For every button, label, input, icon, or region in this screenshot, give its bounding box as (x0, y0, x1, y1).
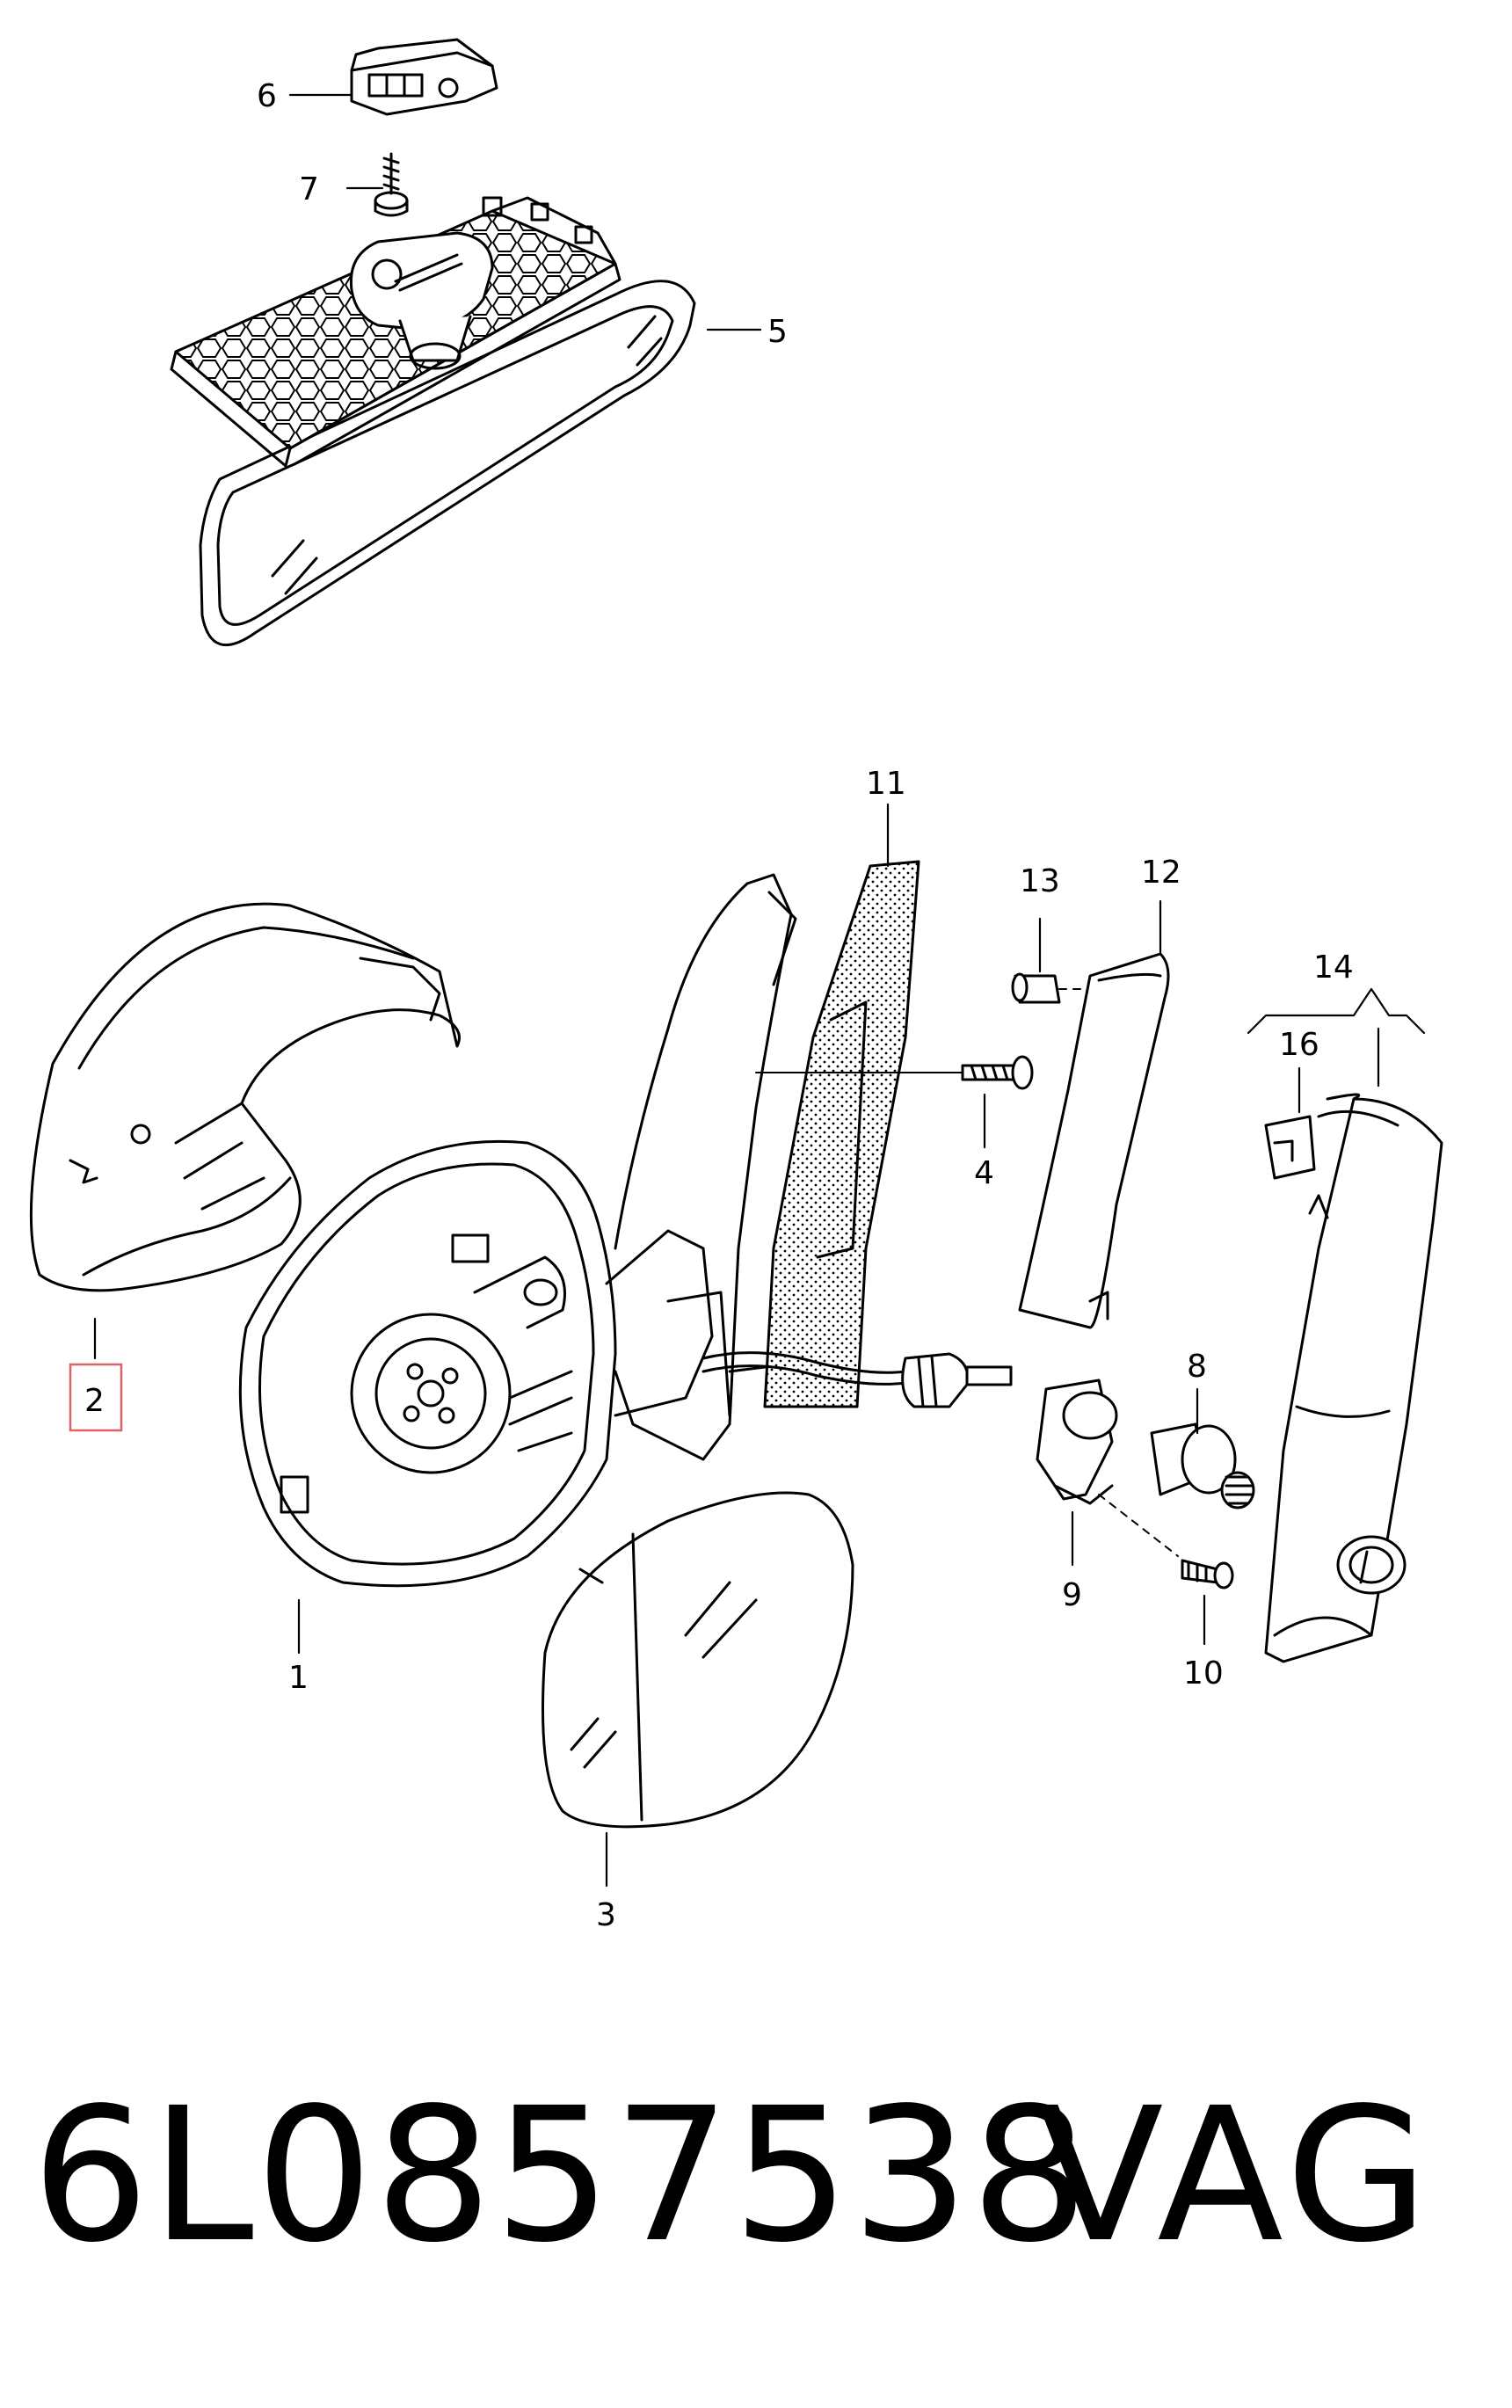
callout-16: 16 (1279, 1027, 1319, 1063)
brand-label: VAG (1037, 2068, 1434, 2283)
part-6-clip (350, 38, 498, 116)
callout-11: 11 (866, 766, 906, 802)
callout-12: 12 (1141, 855, 1181, 891)
part-9-lamp-holder (1036, 1379, 1179, 1557)
callout-14: 14 (1313, 949, 1354, 986)
callout-3: 3 (596, 1897, 616, 1933)
interior-mirror (199, 280, 696, 647)
part-16-clip (1264, 1115, 1316, 1180)
mirror-mount-bracket (349, 231, 494, 370)
part-13-clip (1011, 972, 1161, 1004)
leader-lines (93, 93, 1426, 1888)
callout-8: 8 (1187, 1349, 1207, 1385)
part-3-mirror-glass (542, 1491, 854, 1829)
mirror-mount-plate (170, 196, 622, 468)
callout-5: 5 (767, 314, 788, 350)
part-1-mirror-housing (238, 1139, 714, 1588)
part-11-gasket (763, 860, 920, 1408)
part-14-turn-signal-housing (1264, 1093, 1443, 1663)
part-10-screw (1181, 1559, 1234, 1590)
cable-and-connector (701, 1351, 1013, 1408)
part-4-screw (755, 1055, 1034, 1090)
mirror-arm (614, 873, 797, 1461)
callout-13: 13 (1020, 863, 1060, 899)
part-8-bulb (1150, 1422, 1255, 1510)
part-number-label: 6L0857538 (32, 2068, 1090, 2283)
callout-9: 9 (1062, 1577, 1082, 1613)
callout-7: 7 (299, 171, 319, 207)
part-12-trim (1018, 952, 1170, 1329)
callout-2: 2 (84, 1383, 105, 1419)
callout-1: 1 (288, 1660, 309, 1696)
part-7-screw (374, 152, 409, 217)
callout-4: 4 (974, 1155, 994, 1191)
callout-10: 10 (1183, 1655, 1224, 1691)
callout-2-highlight-box (69, 1363, 123, 1432)
callout-6: 6 (257, 78, 277, 114)
part-2-mirror-cap (29, 902, 461, 1292)
